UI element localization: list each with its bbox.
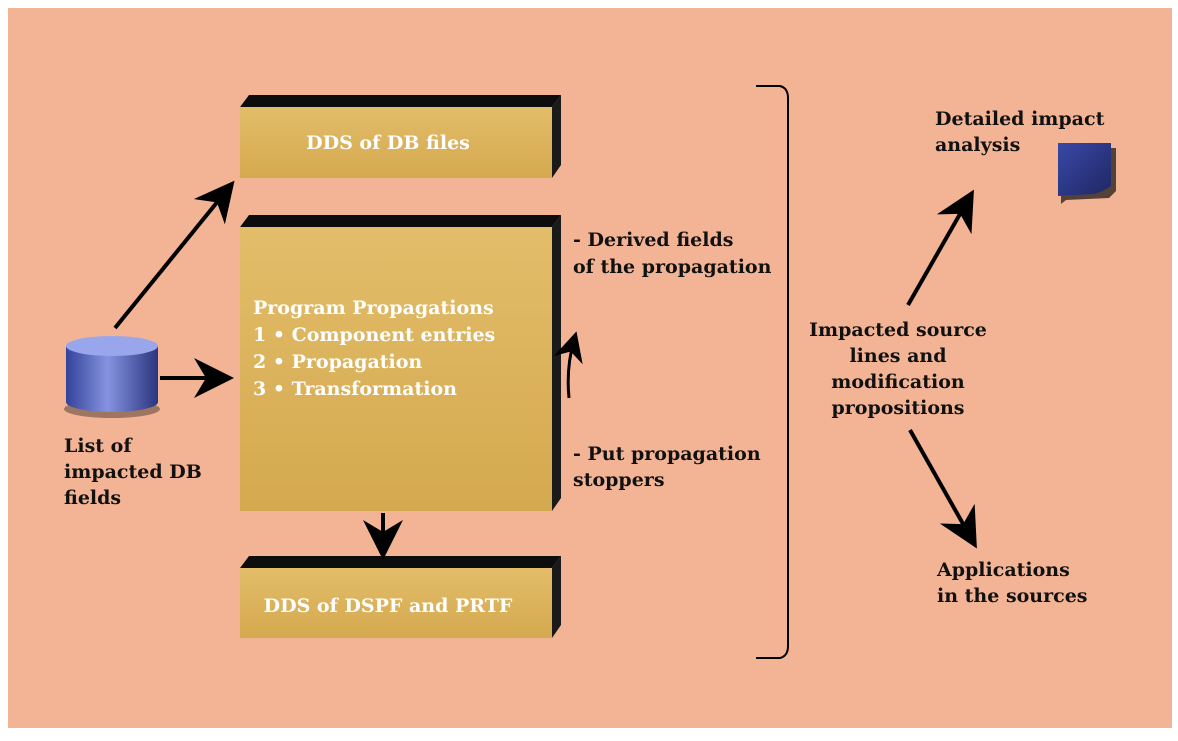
diagram-canvas: DDS of DB files Program Propagations 1 •…: [8, 8, 1172, 728]
database-label-line-2: impacted DB: [64, 461, 202, 483]
program-box-line-3: 3 • Transformation: [253, 378, 457, 400]
grouping-bracket: [756, 85, 789, 659]
impacted-sources-line-3: modification: [831, 371, 965, 393]
dds-db-files-label: DDS of DB files: [306, 132, 470, 154]
program-box-line-2: 2 • Propagation: [253, 351, 422, 373]
arrow-to-applications: [908, 429, 977, 549]
impacted-sources-line-4: propositions: [831, 397, 964, 419]
arrow-db-to-dds-db: [113, 180, 235, 330]
impacted-sources-line-2: lines and: [849, 345, 946, 367]
derived-note-line-2: of the propagation: [573, 256, 772, 278]
program-box-line-1: 1 • Component entries: [253, 324, 495, 346]
arrow-to-detailed-impact: [906, 189, 974, 306]
program-propagations-box: Program Propagations 1 • Component entri…: [240, 215, 561, 511]
database-label-line-1: List of: [64, 435, 133, 457]
detailed-impact-line-2: analysis: [935, 134, 1020, 156]
detailed-impact-line-1: Detailed impact: [935, 108, 1105, 130]
arrow-loop: [553, 331, 583, 399]
dds-db-files-box: DDS of DB files: [240, 95, 561, 178]
stoppers-note-line-1: - Put propagation: [573, 443, 761, 465]
diagram-svg: DDS of DB files Program Propagations 1 •…: [64, 85, 1116, 659]
derived-note-line-1: - Derived fields: [573, 229, 733, 251]
document-icon: [1058, 143, 1116, 204]
applications-line-1: Applications: [936, 559, 1070, 581]
dds-dspf-prtf-box: DDS of DSPF and PRTF: [240, 556, 561, 638]
impacted-sources-line-1: Impacted source: [809, 319, 987, 341]
stoppers-note-line-2: stoppers: [573, 469, 665, 491]
database-label-line-3: fields: [64, 487, 121, 509]
dds-dspf-prtf-label: DDS of DSPF and PRTF: [264, 595, 513, 617]
database-cylinder-icon: [64, 336, 160, 418]
applications-line-2: in the sources: [937, 585, 1088, 607]
program-box-title: Program Propagations: [253, 297, 494, 319]
